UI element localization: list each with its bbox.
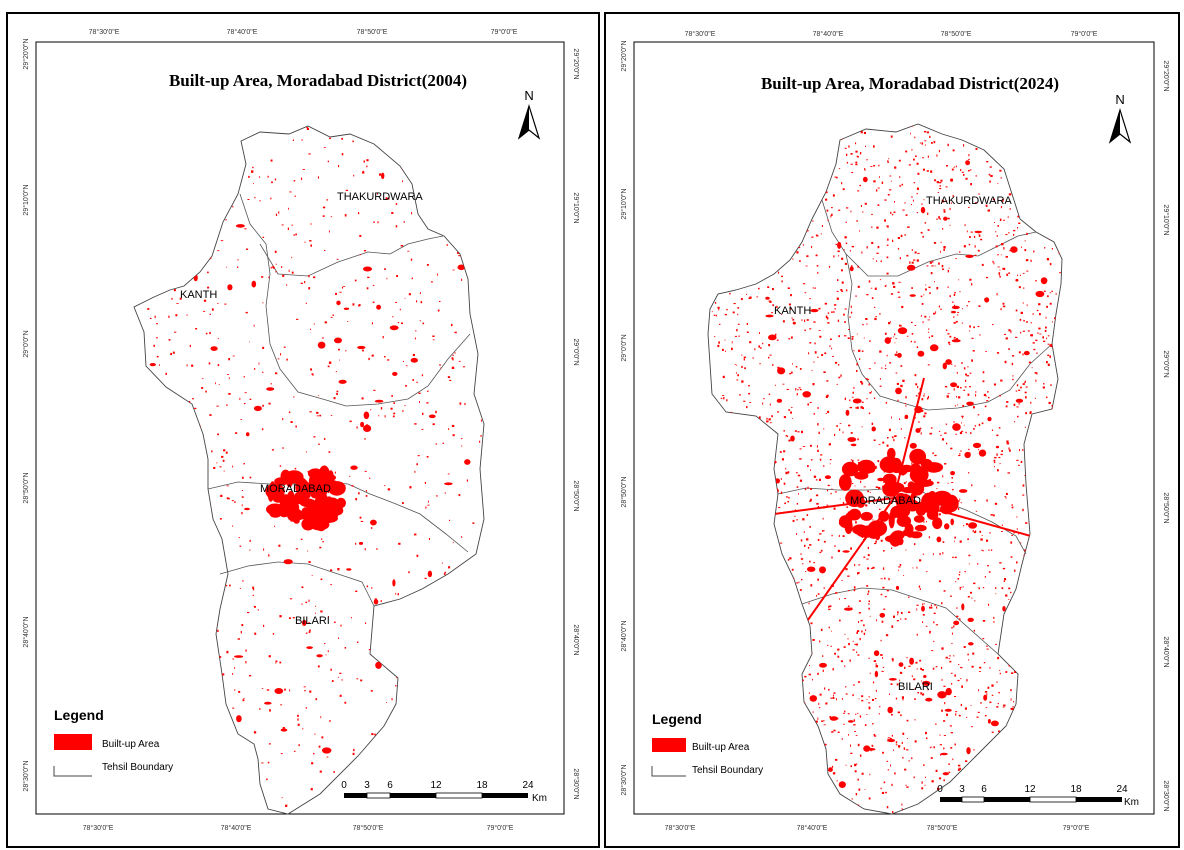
right-tick-label: 29°10'0"N bbox=[1162, 204, 1170, 235]
place-label-moradabad: MORADABAD bbox=[850, 495, 921, 507]
top-tick-label: 78°50'0"E bbox=[357, 28, 388, 36]
right-tick-label: 29°20'0"N bbox=[1162, 60, 1170, 91]
legend-swatch-boundary bbox=[651, 766, 686, 777]
legend: Legend Built-up Area Tehsil Boundary bbox=[53, 707, 173, 777]
legend-label-boundary: Tehsil Boundary bbox=[692, 765, 763, 776]
left-tick-label: 28°30'0"N bbox=[620, 764, 628, 795]
left-tick-label: 29°0'0"N bbox=[22, 330, 30, 357]
legend-title: Legend bbox=[54, 707, 104, 723]
legend: Legend Built-up Area Tehsil Boundary bbox=[651, 711, 763, 777]
left-tick-label: 28°40'0"N bbox=[22, 616, 30, 647]
top-tick-label: 79°0'0"E bbox=[1071, 30, 1098, 38]
scale-bar: 0 3 6 12 18 24 Km bbox=[341, 780, 547, 804]
graticule-ticks: 78°30'0"E 78°40'0"E 78°50'0"E 79°0'0"E 7… bbox=[620, 30, 1170, 832]
map-2004-svg: 78°30'0"E 78°40'0"E 78°50'0"E 79°0'0"E 7… bbox=[22, 28, 580, 832]
right-tick-label: 29°10'0"N bbox=[572, 192, 580, 223]
legend-label-builtup: Built-up Area bbox=[692, 742, 750, 753]
place-label-moradabad: MORADABAD bbox=[260, 483, 331, 495]
north-arrow-icon: N bbox=[1108, 92, 1132, 144]
map-2024-svg: 78°30'0"E 78°40'0"E 78°50'0"E 79°0'0"E 7… bbox=[620, 30, 1170, 832]
svg-text:12: 12 bbox=[1024, 784, 1036, 795]
left-tick-label: 28°50'0"N bbox=[620, 476, 628, 507]
map-panel-2004: 78°30'0"E 78°40'0"E 78°50'0"E 79°0'0"E 7… bbox=[6, 12, 600, 848]
left-tick-label: 28°40'0"N bbox=[620, 620, 628, 651]
legend-label-builtup: Built-up Area bbox=[102, 739, 160, 750]
svg-text:3: 3 bbox=[364, 780, 370, 791]
left-tick-label: 29°20'0"N bbox=[620, 40, 628, 71]
svg-text:0: 0 bbox=[937, 784, 943, 795]
legend-swatch-builtup bbox=[54, 734, 92, 750]
svg-text:Km: Km bbox=[1124, 797, 1139, 808]
right-tick-label: 29°20'0"N bbox=[572, 48, 580, 79]
svg-text:N: N bbox=[524, 88, 533, 103]
bottom-tick-label: 78°50'0"E bbox=[353, 824, 384, 832]
top-tick-label: 78°30'0"E bbox=[685, 30, 716, 38]
svg-text:24: 24 bbox=[522, 780, 534, 791]
right-tick-label: 28°40'0"N bbox=[1162, 636, 1170, 667]
place-label-kanth: KANTH bbox=[180, 289, 217, 301]
bottom-tick-label: 78°40'0"E bbox=[221, 824, 252, 832]
legend-swatch-boundary bbox=[53, 766, 92, 777]
right-tick-label: 29°0'0"N bbox=[1162, 350, 1170, 377]
svg-text:24: 24 bbox=[1116, 784, 1128, 795]
scale-bar: 0 3 6 12 18 24 Km bbox=[937, 784, 1139, 808]
top-tick-label: 78°30'0"E bbox=[89, 28, 120, 36]
top-tick-label: 79°0'0"E bbox=[491, 28, 518, 36]
legend-label-boundary: Tehsil Boundary bbox=[102, 762, 173, 773]
top-tick-label: 78°40'0"E bbox=[227, 28, 258, 36]
right-tick-label: 28°30'0"N bbox=[572, 768, 580, 799]
place-label-bilari: BILARI bbox=[295, 615, 330, 627]
legend-title: Legend bbox=[652, 711, 702, 727]
right-tick-label: 28°40'0"N bbox=[572, 624, 580, 655]
left-tick-label: 29°20'0"N bbox=[22, 38, 30, 69]
map-title: Built-up Area, Moradabad District(2004) bbox=[169, 71, 467, 90]
left-tick-label: 29°10'0"N bbox=[22, 184, 30, 215]
left-tick-label: 28°50'0"N bbox=[22, 472, 30, 503]
place-label-thakurdwara: THAKURDWARA bbox=[337, 191, 423, 203]
left-tick-label: 29°0'0"N bbox=[620, 334, 628, 361]
right-tick-label: 28°50'0"N bbox=[1162, 492, 1170, 523]
bottom-tick-label: 78°30'0"E bbox=[83, 824, 114, 832]
svg-text:6: 6 bbox=[387, 780, 393, 791]
bottom-tick-label: 79°0'0"E bbox=[487, 824, 514, 832]
left-tick-label: 29°10'0"N bbox=[620, 188, 628, 219]
svg-text:3: 3 bbox=[959, 784, 965, 795]
svg-text:18: 18 bbox=[1070, 784, 1082, 795]
place-label-kanth: KANTH bbox=[774, 305, 811, 317]
district-boundary bbox=[133, 125, 485, 815]
north-arrow-icon: N bbox=[517, 88, 541, 140]
legend-swatch-builtup bbox=[652, 738, 686, 752]
map-panel-2024: 78°30'0"E 78°40'0"E 78°50'0"E 79°0'0"E 7… bbox=[604, 12, 1180, 848]
right-tick-label: 28°30'0"N bbox=[1162, 780, 1170, 811]
bottom-tick-label: 78°50'0"E bbox=[927, 824, 958, 832]
top-tick-label: 78°40'0"E bbox=[813, 30, 844, 38]
place-label-bilari: BILARI bbox=[898, 681, 933, 693]
svg-text:6: 6 bbox=[981, 784, 987, 795]
graticule-ticks: 78°30'0"E 78°40'0"E 78°50'0"E 79°0'0"E 7… bbox=[22, 28, 580, 832]
map-title: Built-up Area, Moradabad District(2024) bbox=[761, 74, 1059, 93]
svg-text:Km: Km bbox=[532, 793, 547, 804]
bottom-tick-label: 78°30'0"E bbox=[665, 824, 696, 832]
svg-text:12: 12 bbox=[430, 780, 442, 791]
svg-text:18: 18 bbox=[476, 780, 488, 791]
svg-text:0: 0 bbox=[341, 780, 347, 791]
left-tick-label: 28°30'0"N bbox=[22, 760, 30, 791]
place-label-thakurdwara: THAKURDWARA bbox=[926, 195, 1012, 207]
svg-text:N: N bbox=[1115, 92, 1124, 107]
right-tick-label: 28°50'0"N bbox=[572, 480, 580, 511]
tehsil-boundaries bbox=[207, 193, 471, 607]
bottom-tick-label: 78°40'0"E bbox=[797, 824, 828, 832]
right-tick-label: 29°0'0"N bbox=[572, 338, 580, 365]
bottom-tick-label: 79°0'0"E bbox=[1063, 824, 1090, 832]
top-tick-label: 78°50'0"E bbox=[941, 30, 972, 38]
